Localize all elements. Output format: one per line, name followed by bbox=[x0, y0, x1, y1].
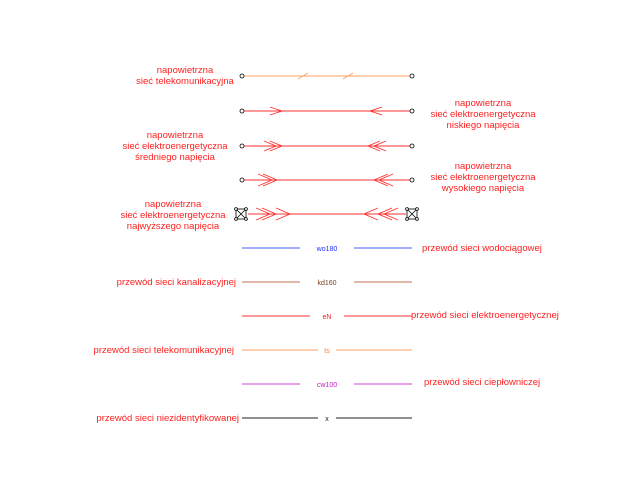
symbol-telecom-cable: ts bbox=[242, 348, 412, 355]
symbol-heating-pipe: cw100 bbox=[242, 382, 412, 389]
symbol-overhead-power-medium bbox=[239, 140, 415, 152]
code-cw100: cw100 bbox=[317, 382, 337, 389]
label-line: sieć elektroenergetyczna bbox=[430, 109, 536, 120]
label-line: sieć elektroenergetyczna bbox=[122, 141, 228, 152]
label-line: napowietrzna bbox=[454, 161, 512, 172]
code-kd160: kd160 bbox=[317, 280, 336, 287]
label-overhead-power-extra-high: napowietrzna sieć elektroenergetyczna na… bbox=[108, 199, 238, 232]
symbol-unidentified-pipe: x bbox=[242, 416, 412, 423]
label-overhead-telecom: napowietrzna sieć telekomunikacyjna bbox=[130, 65, 240, 87]
label-telecom-cable: przewód sieci telekomunikacyjnej bbox=[94, 345, 234, 356]
label-line: przewód sieci elektroenergetycznej bbox=[411, 310, 559, 321]
label-line: wysokiego napięcia bbox=[441, 183, 525, 194]
symbol-overhead-telecom bbox=[239, 72, 415, 80]
label-overhead-power-medium: napowietrzna sieć elektroenergetyczna śr… bbox=[110, 130, 240, 163]
label-line: przewód sieci niezidentyfikowanej bbox=[96, 413, 239, 424]
label-line: napowietrzna bbox=[454, 98, 512, 109]
label-sewage-pipe: przewód sieci kanalizacyjnej bbox=[117, 277, 236, 288]
symbol-water-pipe: wo180 bbox=[242, 246, 412, 253]
symbol-overhead-power-high bbox=[239, 173, 415, 187]
label-unidentified-pipe: przewód sieci niezidentyfikowanej bbox=[96, 413, 239, 424]
label-line: napowietrzna bbox=[144, 199, 202, 210]
label-line: najwyższego napięcia bbox=[126, 221, 220, 232]
label-line: niskiego napięcia bbox=[446, 120, 520, 131]
label-heating-pipe: przewód sieci ciepłowniczej bbox=[424, 377, 540, 388]
code-en: eN bbox=[323, 314, 332, 321]
label-line: sieć elektroenergetyczna bbox=[430, 172, 536, 183]
label-line: przewód sieci wodociągowej bbox=[422, 243, 542, 254]
label-line: napowietrzna bbox=[156, 65, 214, 76]
symbol-overhead-power-low bbox=[239, 106, 415, 116]
label-line: sieć elektroenergetyczna bbox=[120, 210, 226, 221]
label-line: przewód sieci kanalizacyjnej bbox=[116, 277, 236, 288]
label-line: sieć telekomunikacyjna bbox=[136, 76, 234, 87]
code-wo180: wo180 bbox=[316, 246, 338, 253]
label-power-cable: przewód sieci elektroenergetycznej bbox=[411, 310, 559, 321]
label-line: średniego napięcia bbox=[135, 152, 215, 163]
label-overhead-power-low: napowietrzna sieć elektroenergetyczna ni… bbox=[418, 98, 548, 131]
code-x: x bbox=[325, 416, 329, 423]
label-line: napowietrzna bbox=[146, 130, 204, 141]
label-line: przewód sieci ciepłowniczej bbox=[424, 377, 541, 388]
code-ts: ts bbox=[324, 348, 330, 355]
symbol-overhead-power-extra-high bbox=[234, 207, 419, 221]
symbol-sewage-pipe: kd160 bbox=[242, 280, 412, 287]
symbol-power-cable: eN bbox=[242, 314, 412, 321]
label-line: przewód sieci telekomunikacyjnej bbox=[93, 345, 234, 356]
label-water-pipe: przewód sieci wodociągowej bbox=[422, 243, 542, 254]
label-overhead-power-high: napowietrzna sieć elektroenergetyczna wy… bbox=[418, 161, 548, 194]
